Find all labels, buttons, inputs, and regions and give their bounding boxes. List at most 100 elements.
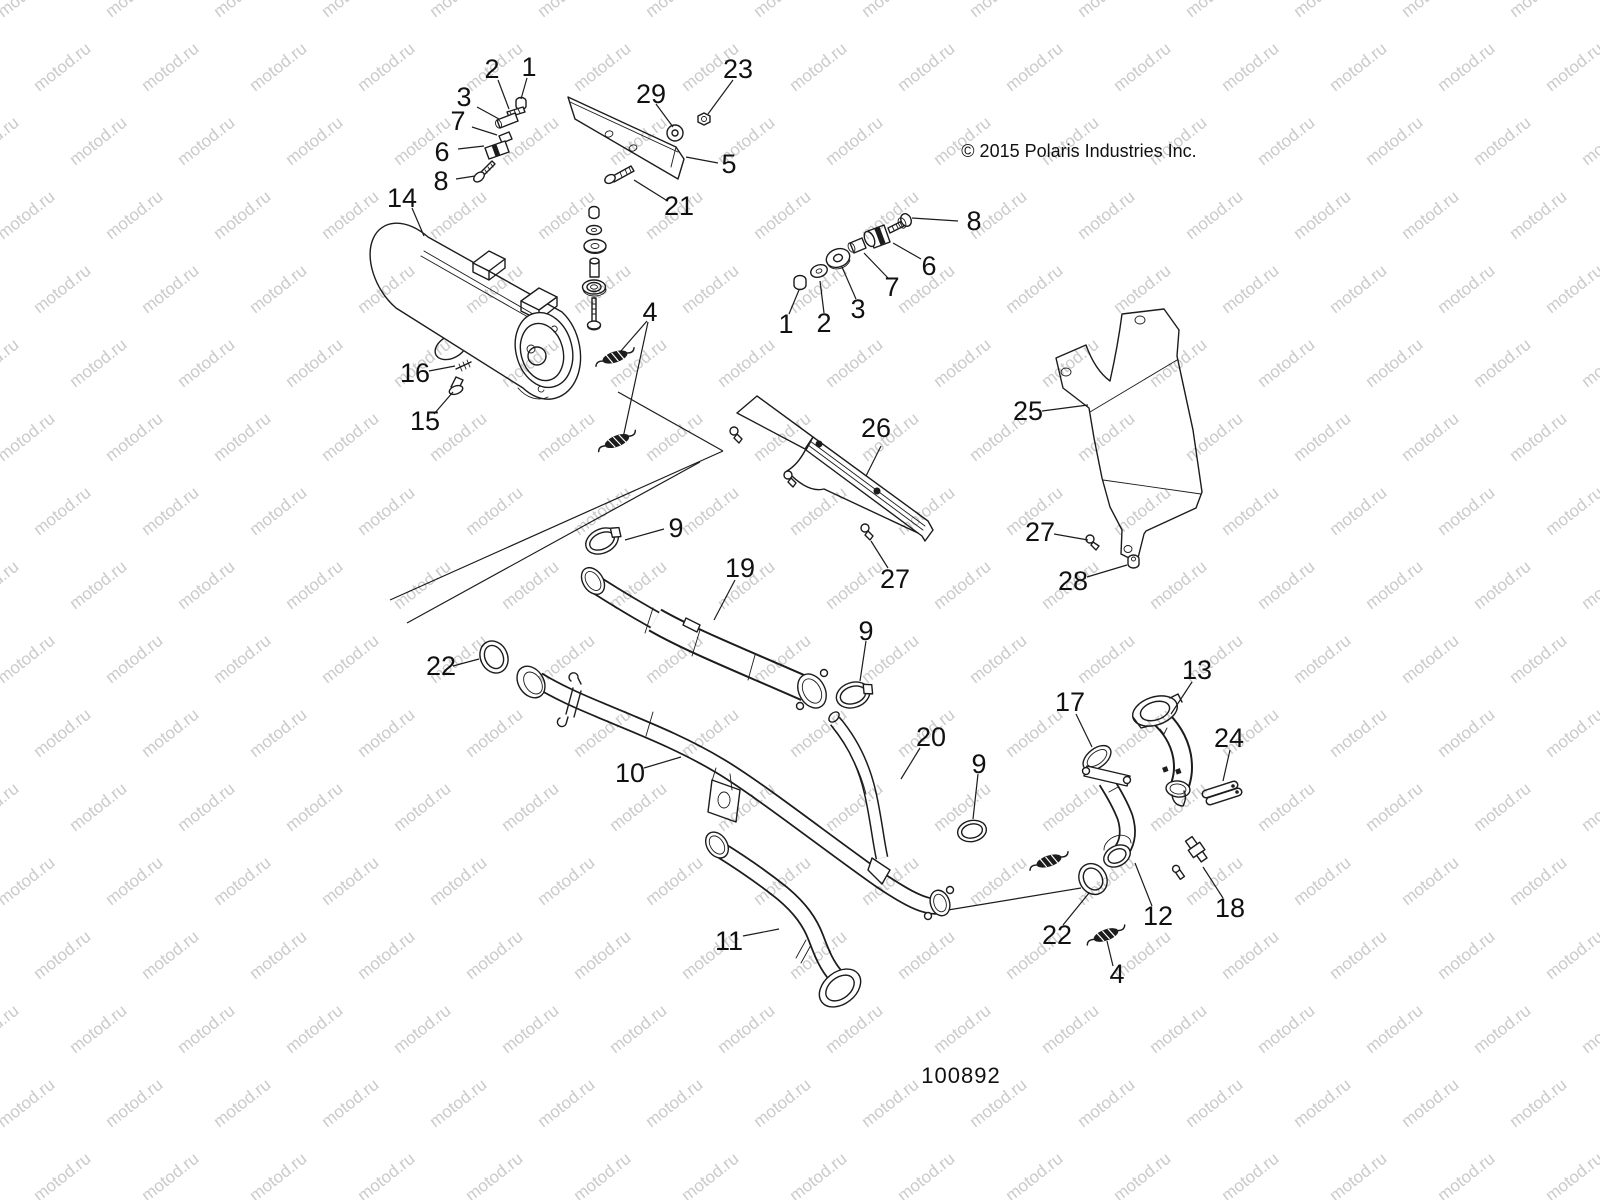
washer-2 (810, 263, 828, 279)
screw-27 (1085, 534, 1100, 551)
head-pipe-10 (516, 665, 955, 921)
callout-label: 28 (1058, 566, 1088, 596)
leader-line (619, 320, 648, 353)
leader-line (1053, 533, 1089, 541)
callout-label: 1 (521, 52, 536, 82)
callout-label: 23 (723, 54, 753, 84)
leader-line (707, 79, 734, 115)
clamp-9-upper (585, 526, 622, 555)
callout-label: 8 (433, 166, 448, 196)
leader-line (1134, 862, 1153, 907)
leader-line (1075, 713, 1093, 748)
screw-27 (783, 470, 797, 488)
leader-line (859, 640, 867, 682)
leader-line (1041, 404, 1089, 412)
head-pipe-11 (704, 831, 862, 1008)
spacer-3 (496, 112, 519, 129)
callout-label: 29 (636, 79, 666, 109)
washer-29 (666, 124, 684, 142)
clamp-9-middle (835, 681, 874, 709)
leader-line (863, 252, 889, 279)
leader-line (633, 179, 667, 201)
screw-27 (729, 426, 743, 444)
leader-line (452, 658, 480, 667)
callout-label: 3 (850, 294, 865, 324)
spring-4 (1086, 924, 1126, 946)
screw-18 (1171, 864, 1186, 881)
leader-line (870, 540, 889, 569)
leader-line (624, 528, 665, 541)
callout-label: 3 (456, 82, 471, 112)
screw-27 (860, 523, 874, 541)
leader-line (685, 156, 719, 164)
callout-label: 7 (884, 272, 899, 302)
callout-label: 19 (725, 553, 755, 583)
bolt (591, 297, 597, 323)
spring-4 (597, 429, 637, 453)
leader-line (455, 175, 476, 180)
callout-label: 14 (387, 183, 417, 213)
pin-16 (455, 359, 472, 372)
leader-line (788, 289, 800, 315)
muffler (369, 222, 582, 400)
callout-label: 5 (721, 149, 736, 179)
bushing-7 (498, 131, 513, 144)
callout-label: 4 (642, 297, 657, 327)
leader-line (476, 106, 500, 120)
clamp-24 (1201, 780, 1243, 806)
callout-label: 9 (971, 749, 986, 779)
grommet (581, 279, 607, 295)
muffler-outlet (527, 346, 547, 366)
callout-label: 2 (816, 308, 831, 338)
leader-line (865, 445, 882, 477)
callout-label: 15 (410, 406, 440, 436)
leader-line (819, 280, 825, 314)
washer-3 (825, 247, 851, 269)
heat-shield-center (729, 395, 934, 542)
callout-label: 7 (450, 106, 465, 136)
callout-label: 22 (426, 651, 456, 681)
leader-line (622, 321, 649, 439)
leader-line (742, 928, 780, 937)
callout-label: 9 (858, 616, 873, 646)
callout-label: 9 (668, 513, 683, 543)
leader-line (433, 391, 454, 415)
callout-label: 24 (1214, 723, 1244, 753)
callout-label: 6 (434, 137, 449, 167)
spacer-7 (849, 237, 867, 254)
callout-label: 11 (715, 926, 743, 956)
bolt-15 (448, 376, 464, 396)
mid-pipe-19 (580, 566, 829, 711)
leader-lines (411, 77, 1231, 967)
leader-line (892, 242, 922, 260)
leader-line (655, 103, 674, 128)
leader-line (911, 217, 959, 222)
leader-line (497, 79, 510, 110)
washer-small (585, 224, 603, 236)
leader-line (1086, 564, 1128, 578)
callout-label: 22 (1042, 920, 1072, 950)
sensor-18 (1184, 835, 1208, 863)
callout-label: 25 (1013, 396, 1043, 426)
callout-label: 6 (921, 251, 936, 281)
callout-label: 4 (1109, 959, 1124, 989)
outlet-pipe-13 (1132, 693, 1193, 807)
leader-line (713, 579, 736, 621)
spring-4 (1029, 850, 1069, 872)
leader-line (1202, 866, 1224, 899)
heat-shield-top (567, 96, 685, 180)
leader-line (457, 145, 485, 150)
mount-hardware-left (473, 96, 527, 183)
gasket-22-upper (479, 640, 509, 674)
spring-4 (595, 346, 635, 368)
mount-hardware-right (793, 213, 912, 291)
leader-line (1170, 681, 1193, 715)
leader-line (1106, 940, 1114, 967)
leader-line (841, 266, 857, 300)
elbow-pipe-12 (1081, 765, 1136, 868)
washer-large (583, 238, 607, 254)
nut-1 (793, 274, 807, 291)
callout-label: 18 (1215, 893, 1245, 923)
